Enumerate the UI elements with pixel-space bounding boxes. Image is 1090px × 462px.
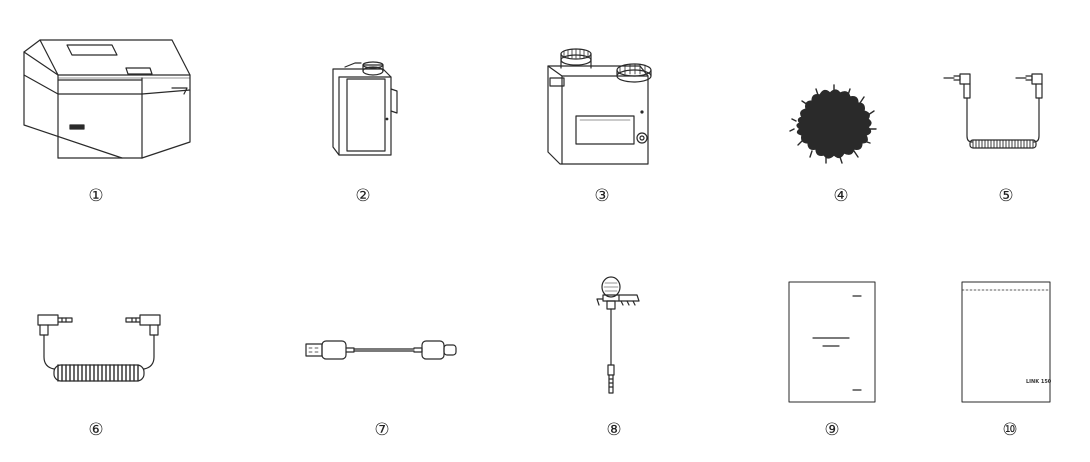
item-number: ⑧ <box>606 420 622 440</box>
item-number: ④ <box>833 186 849 206</box>
windscreen-furry-icon <box>789 84 877 164</box>
item-number: ⑤ <box>998 186 1014 206</box>
lavalier-microphone-icon <box>596 276 640 394</box>
usb-cable-icon <box>305 340 457 360</box>
item-number: ⑨ <box>824 420 840 440</box>
trs-coiled-cable-icon <box>943 73 1043 149</box>
item-number: ⑩ <box>1002 420 1018 440</box>
item-number: ⑥ <box>88 420 104 440</box>
item-number: ② <box>355 186 371 206</box>
charging-case-icon <box>23 39 191 159</box>
trrs-coiled-cable-icon <box>37 314 161 382</box>
receiver-icon <box>547 48 652 165</box>
item-number: ① <box>88 186 104 206</box>
transmitter-icon <box>332 61 398 156</box>
manual-icon <box>788 281 876 403</box>
pouch-label: LINK 150 <box>1026 379 1052 385</box>
item-number: ③ <box>594 186 610 206</box>
item-number: ⑦ <box>374 420 390 440</box>
pouch-icon <box>961 281 1051 403</box>
